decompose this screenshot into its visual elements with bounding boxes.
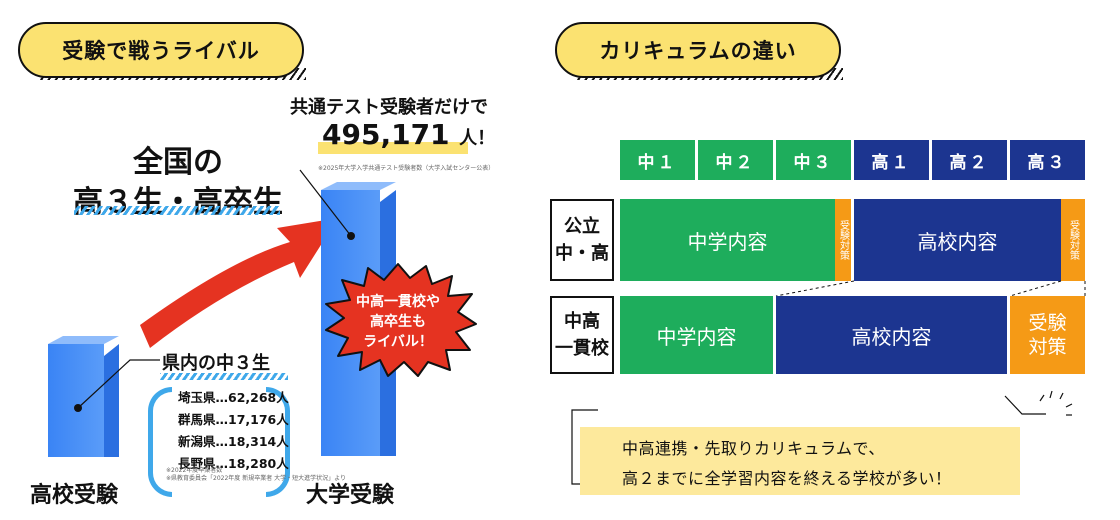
exam-source-note: ※2025年大学入学共通テスト受験者数（大学入試センター公表） [318,165,495,172]
pref-item: 新潟県…18,314人 [178,434,289,449]
grade-header: 中３ [776,140,851,180]
public-high-content: 高校内容 [854,199,1061,281]
burst-line2: 高卒生も [370,314,426,330]
grade-header: 中１ [620,140,695,180]
note-line2: 高２までに全学習内容を終える学校が多い！ [622,469,952,488]
block-label: 高校内容 [851,324,932,349]
row-label-line2: 中・高 [555,243,609,264]
pref-name: 埼玉県 [178,390,216,405]
integrated-high-content: 高校内容 [776,296,1007,374]
pref-item: 埼玉県…62,268人 [178,390,289,405]
burst-line1: 中高一貫校や [356,294,440,310]
pref-title: 県内の中３生 [162,353,270,374]
grade-header: 中２ [698,140,773,180]
public-exam-prep-1: 受験対策 [835,199,851,281]
bar-university-top [321,182,396,190]
exam-count-highlight [318,142,468,154]
exam-intro: 共通テスト受験者だけで [290,97,488,118]
pref-item: 群馬県…17,176人 [178,412,289,427]
pref-list: 埼玉県…62,268人 群馬県…17,176人 新潟県…18,314人 長野県…… [178,387,289,475]
left-header: 受験で戦うライバル [18,22,304,78]
pref-source-note2: ※県教育委員会「2022年度 新規卒業者 大学・短大進学状況」より [166,475,346,482]
row-label-line2: 一貫校 [555,338,609,359]
grade-header: 高１ [854,140,929,180]
pref-count: 62,268人 [228,390,289,405]
pref-source-note1: ※2022年度卒業者数 [166,467,223,474]
exam-unit: 人！ [459,128,496,149]
row-label-public: 公立 中・高 [550,199,614,281]
exam-count: 495,171 [322,118,450,151]
grade-header: 高３ [1010,140,1085,180]
bar-high-school [48,344,104,457]
grade-header: 高２ [932,140,1007,180]
row-label-integrated: 中高 一貫校 [550,296,614,374]
grade-label: 中３ [793,152,834,173]
pref-count: 18,314人 [228,434,289,449]
right-header: カリキュラムの違い [555,22,841,78]
grade-label: 中２ [715,152,756,173]
bar-high-school-top [48,336,119,344]
block-label: 中学内容 [687,229,768,254]
national-title-underline [74,206,280,215]
bar-high-school-side [104,344,119,457]
block-label: 受験対策 [1067,220,1079,260]
integrated-exam-prep: 受験対策 [1010,296,1085,374]
national-title-line1: 全国の [133,145,223,180]
row-label-line1: 公立 [564,216,600,237]
grade-label: 高３ [1027,152,1068,173]
burst-line3: ライバル！ [363,334,433,350]
public-middle-content: 中学内容 [620,199,835,281]
grade-label: 高１ [871,152,912,173]
right-header-text: カリキュラムの違い [599,39,797,63]
row-label-line1: 中高 [564,311,600,332]
integrated-middle-content: 中学内容 [620,296,773,374]
pref-name: 群馬県 [178,412,216,427]
block-label: 受験対策 [837,220,849,260]
block-label: 受験対策 [1028,312,1067,358]
pref-count: 18,280人 [228,456,289,471]
public-exam-prep-2: 受験対策 [1061,199,1085,281]
pref-name: 新潟県 [178,434,216,449]
pref-item: 長野県…18,280人 [178,456,289,471]
exam-count-row: 495,171 人！ [322,118,495,151]
pref-title-underline [160,373,288,380]
grade-label: 高２ [949,152,990,173]
burst-text: 中高一貫校や 高卒生も ライバル！ [340,292,456,352]
label-high-school-exam: 高校受験 [30,483,119,508]
rival-burst [325,263,477,377]
pref-name: 長野県 [178,456,216,471]
block-label: 中学内容 [656,324,737,349]
pref-count: 17,176人 [228,412,289,427]
left-header-text: 受験で戦うライバル [62,39,260,63]
note-line1: 中高連携・先取りカリキュラムで、 [622,439,885,458]
curriculum-note: 中高連携・先取りカリキュラムで、 高２までに全学習内容を終える学校が多い！ [580,427,1020,495]
grade-label: 中１ [637,152,678,173]
block-label: 高校内容 [917,229,998,254]
label-university-exam: 大学受験 [306,483,395,508]
